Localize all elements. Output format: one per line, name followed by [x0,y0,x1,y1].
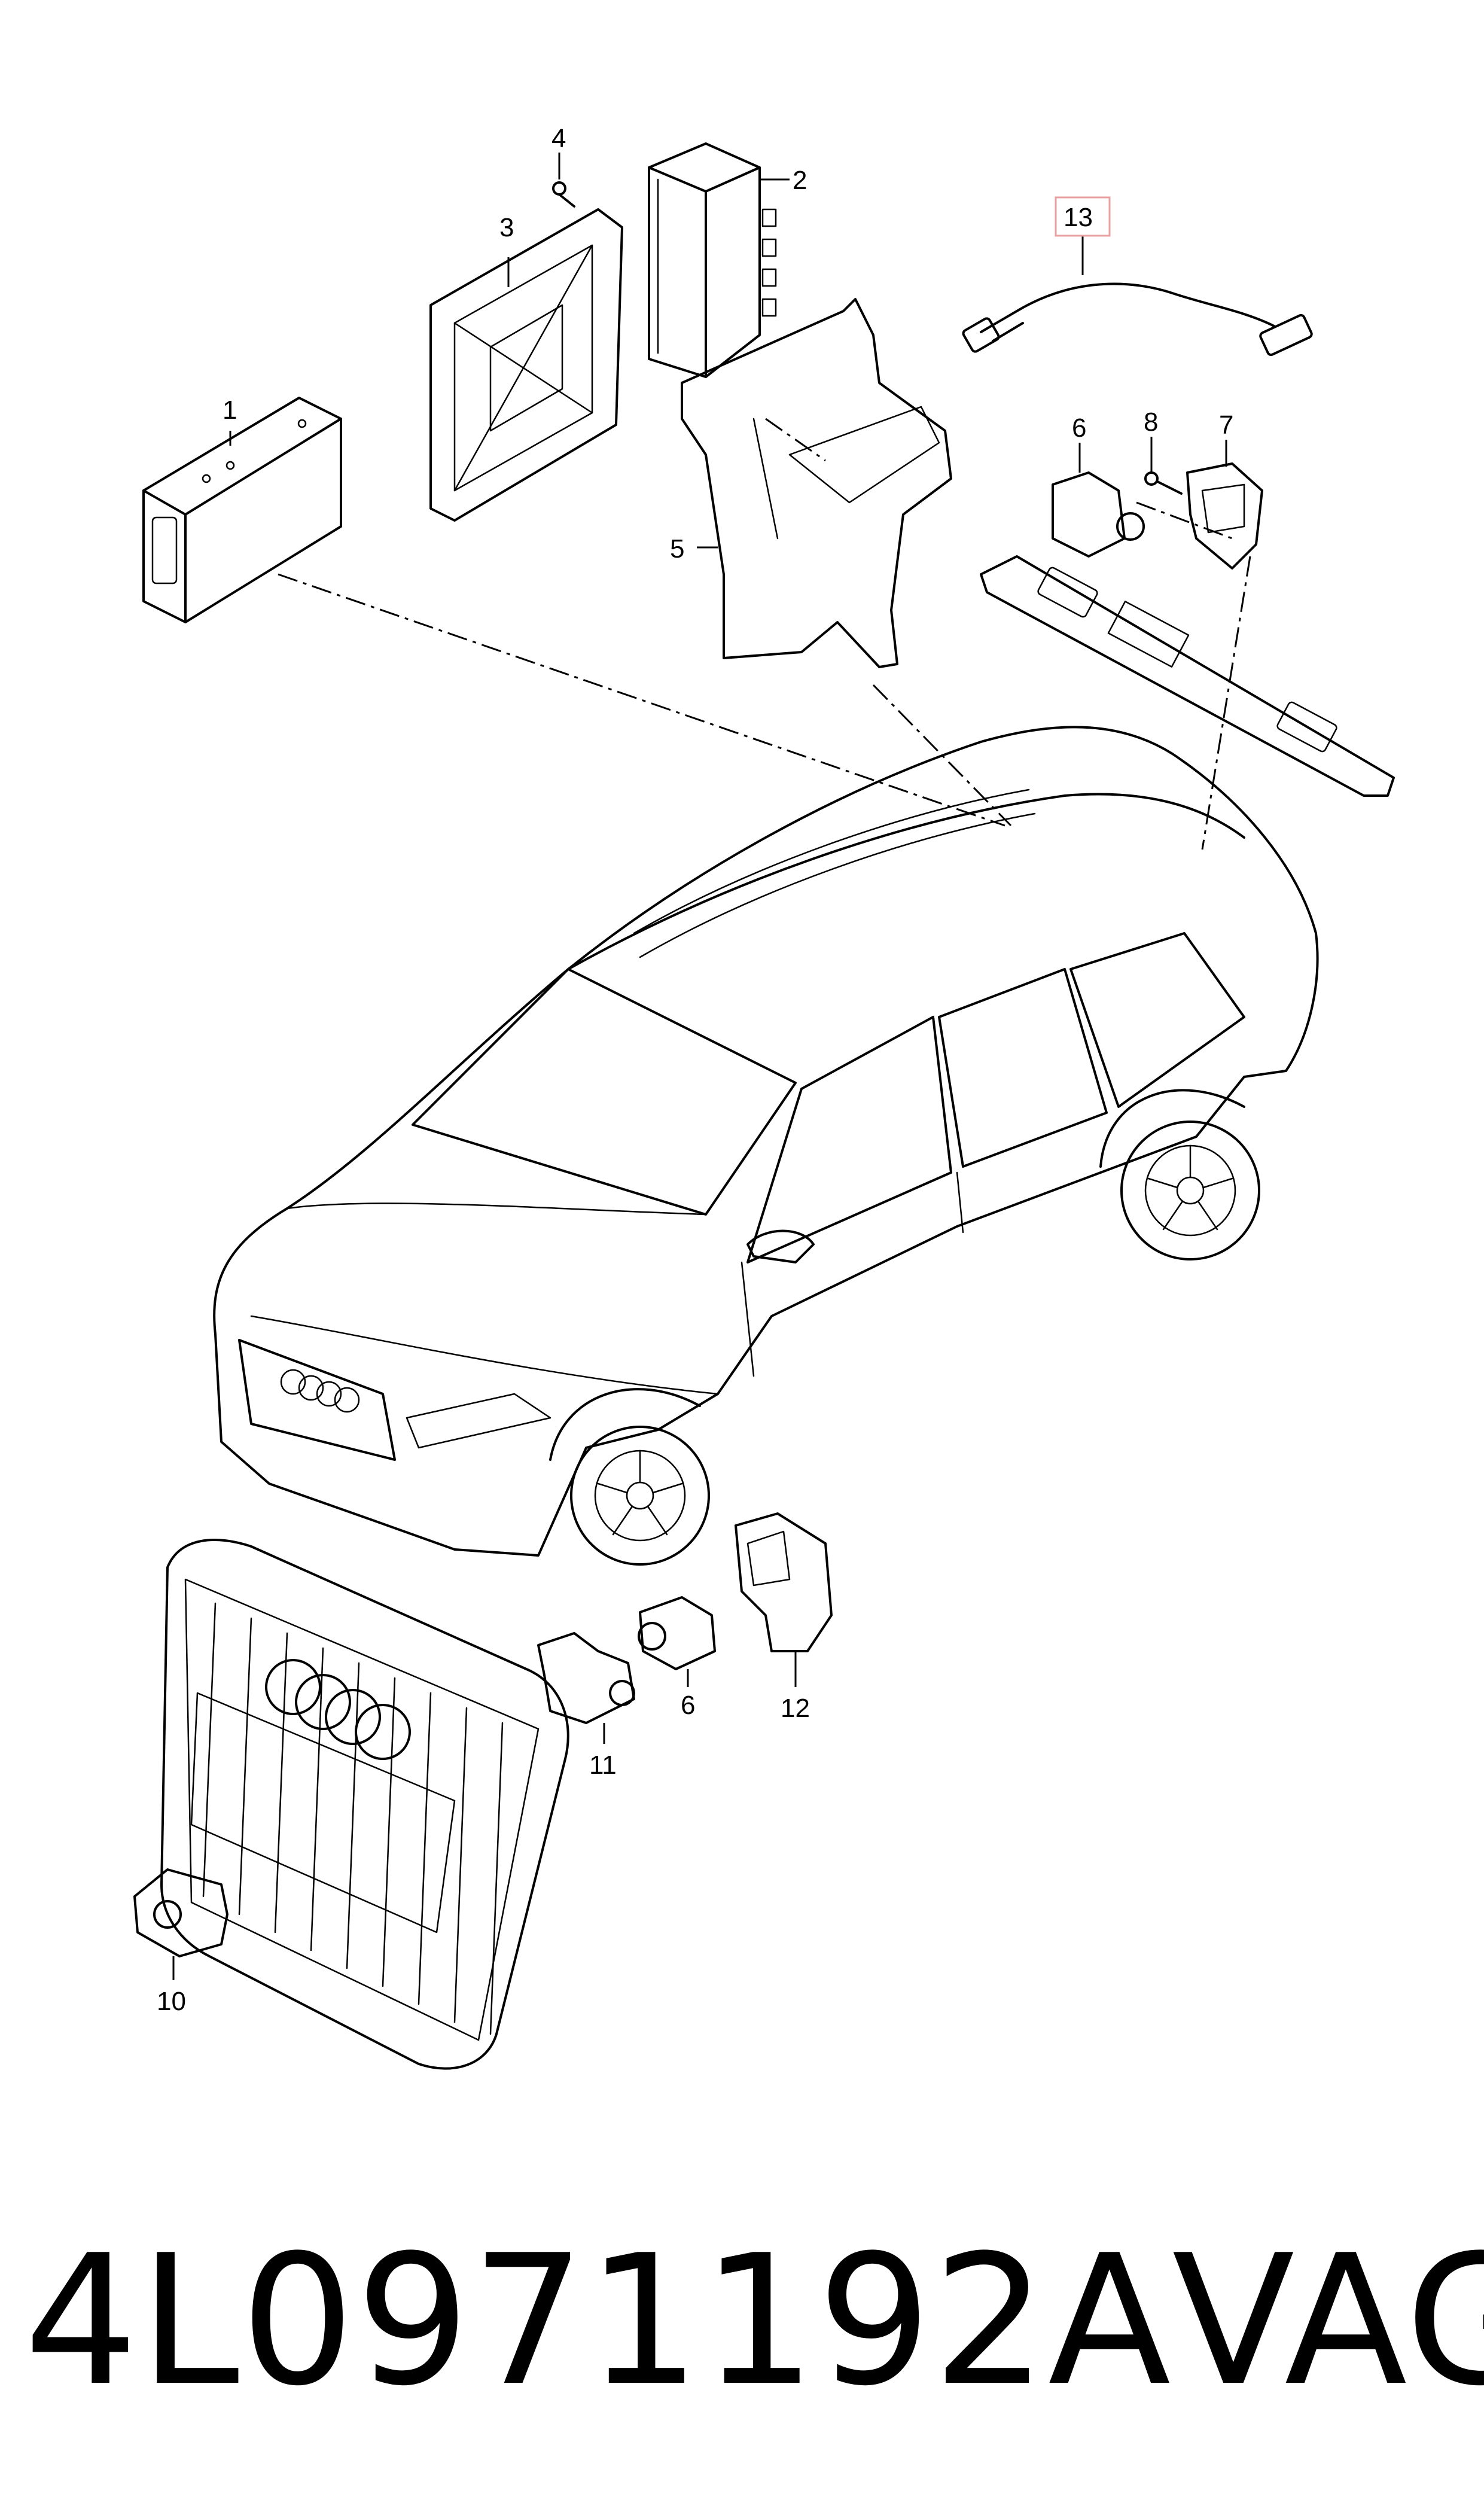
callout-6-top: 6 [1072,413,1086,443]
callout-13-highlight [1055,196,1111,237]
part-5-support-bracket [681,298,952,668]
part-12-bracket [735,1512,833,1687]
callout-5: 5 [670,534,684,564]
front-grille [160,1539,569,2070]
footer: 4L0971192A VAG [24,2213,1484,2429]
part-7-camera-holder [1186,440,1263,570]
vehicle-illustration [213,726,1319,1566]
part-3-bracket [429,208,623,522]
callout-labels: 1 2 3 4 5 6 8 7 11 6 12 10 13 [157,124,1233,2016]
callout-2: 2 [793,166,807,195]
part-13-cable [962,236,1313,357]
rear-handle-strip [980,555,1395,797]
callout-13: 13 [1064,203,1093,232]
callout-6-bottom: 6 [681,1691,695,1720]
callout-3: 3 [499,213,514,242]
part-10-cover [133,1868,228,1980]
callout-7: 7 [1219,410,1233,440]
callout-10: 10 [157,1987,186,2016]
part-number: 4L0971192A [24,2216,1172,2425]
callout-12: 12 [781,1694,810,1723]
part-1-control-unit [142,397,342,623]
brand-name: VAG [1172,2216,1484,2425]
callout-1: 1 [223,395,237,425]
part-6-camera-rear [1052,443,1145,558]
callout-11: 11 [589,1750,617,1780]
part-4-screw [552,153,575,208]
part-11-camera-holder-front [537,1632,635,1744]
part-8-screw [1144,437,1183,495]
part-6-camera-front [638,1596,716,1687]
callout-4: 4 [551,124,566,153]
part-2-module [648,142,790,378]
callout-8: 8 [1144,407,1158,437]
